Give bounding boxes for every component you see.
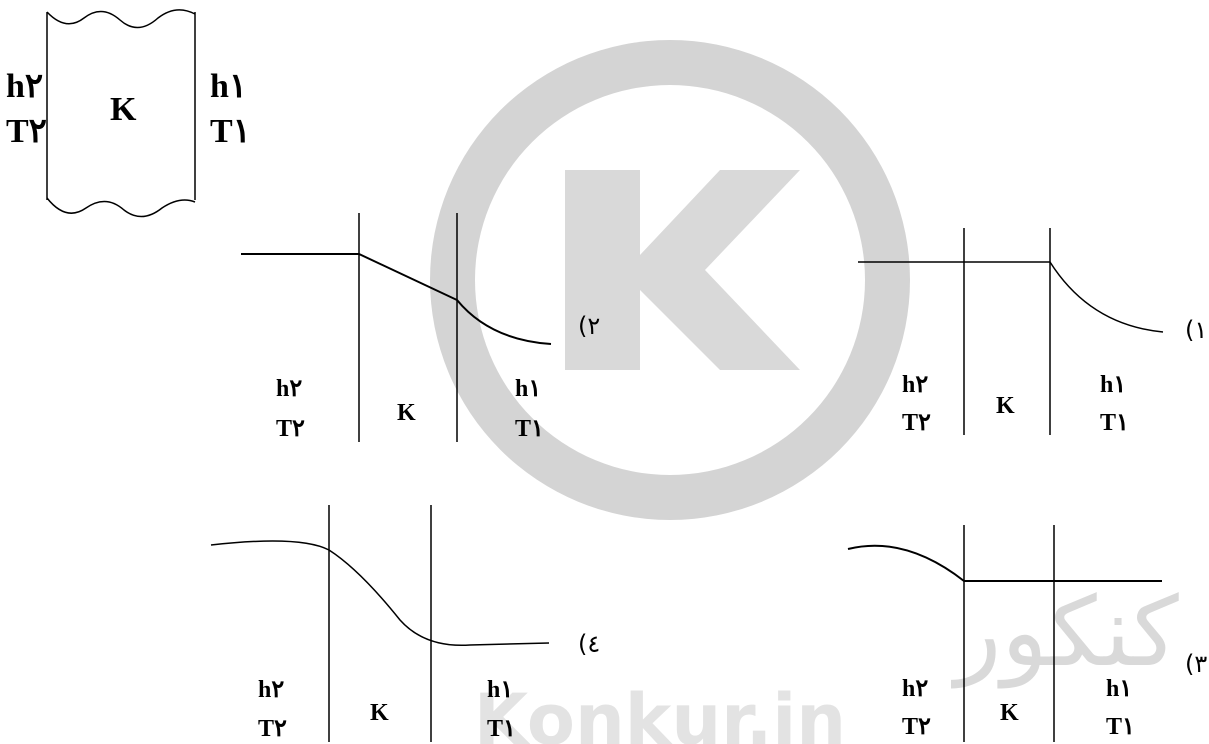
option-2-temperature-profile (241, 253, 552, 345)
option-4-number: (٤ (578, 630, 600, 658)
watermark: سایت کنکور Konkur.in (430, 40, 1209, 744)
option-3-diagram (847, 525, 1162, 742)
option-1-center-k: K (996, 393, 1015, 419)
wall-top-wavy-edge (46, 9, 196, 29)
option-2-center-k: K (397, 400, 416, 426)
option-3-number: (٣ (1185, 650, 1207, 678)
option-1-temperature-profile (858, 261, 1164, 333)
option-1-left-t: T٢ (902, 410, 931, 436)
option-2-left-t: T٢ (276, 416, 305, 442)
option-2-right-t: T١ (515, 416, 544, 442)
option-3-right-h: h١ (1106, 676, 1132, 702)
option-4-center-k: K (370, 700, 389, 726)
watermark-k-logo (565, 170, 800, 370)
option-2-right-h: h١ (515, 376, 541, 402)
option-4-right-t: T١ (487, 716, 516, 742)
option-3-left-t: T٢ (902, 714, 931, 740)
watermark-persian-text: سایت کنکور (951, 576, 1209, 689)
option-4-temperature-profile (210, 540, 550, 647)
wall-bottom-wavy-edge (46, 197, 196, 218)
wall-right-t-label: T١ (210, 113, 251, 150)
wall-sketch (46, 9, 196, 218)
option-1-number: (١ (1185, 316, 1207, 344)
option-4-left-t: T٢ (258, 716, 287, 742)
option-2-number: (٢ (578, 312, 600, 340)
wall-right-h-label: h١ (210, 68, 247, 105)
option-2-diagram (241, 213, 552, 442)
option-4-right-h: h١ (487, 677, 513, 703)
option-4-diagram (210, 505, 550, 742)
option-1-left-h: h٢ (902, 372, 928, 398)
option-3-center-k: K (1000, 700, 1019, 726)
option-1-right-t: T١ (1100, 410, 1129, 436)
option-4-left-h: h٢ (258, 677, 284, 703)
option-1-diagram (858, 228, 1164, 435)
wall-left-h-label: h٢ (6, 68, 43, 105)
option-2-left-h: h٢ (276, 376, 302, 402)
wall-center-k-label: K (110, 91, 137, 128)
wall-left-t-label: T٢ (6, 113, 47, 150)
option-1-right-h: h١ (1100, 372, 1126, 398)
option-3-right-t: T١ (1106, 714, 1135, 740)
watermark-latin-text: Konkur.in (474, 679, 846, 744)
option-3-temperature-profile (847, 544, 1162, 582)
option-3-left-h: h٢ (902, 676, 928, 702)
